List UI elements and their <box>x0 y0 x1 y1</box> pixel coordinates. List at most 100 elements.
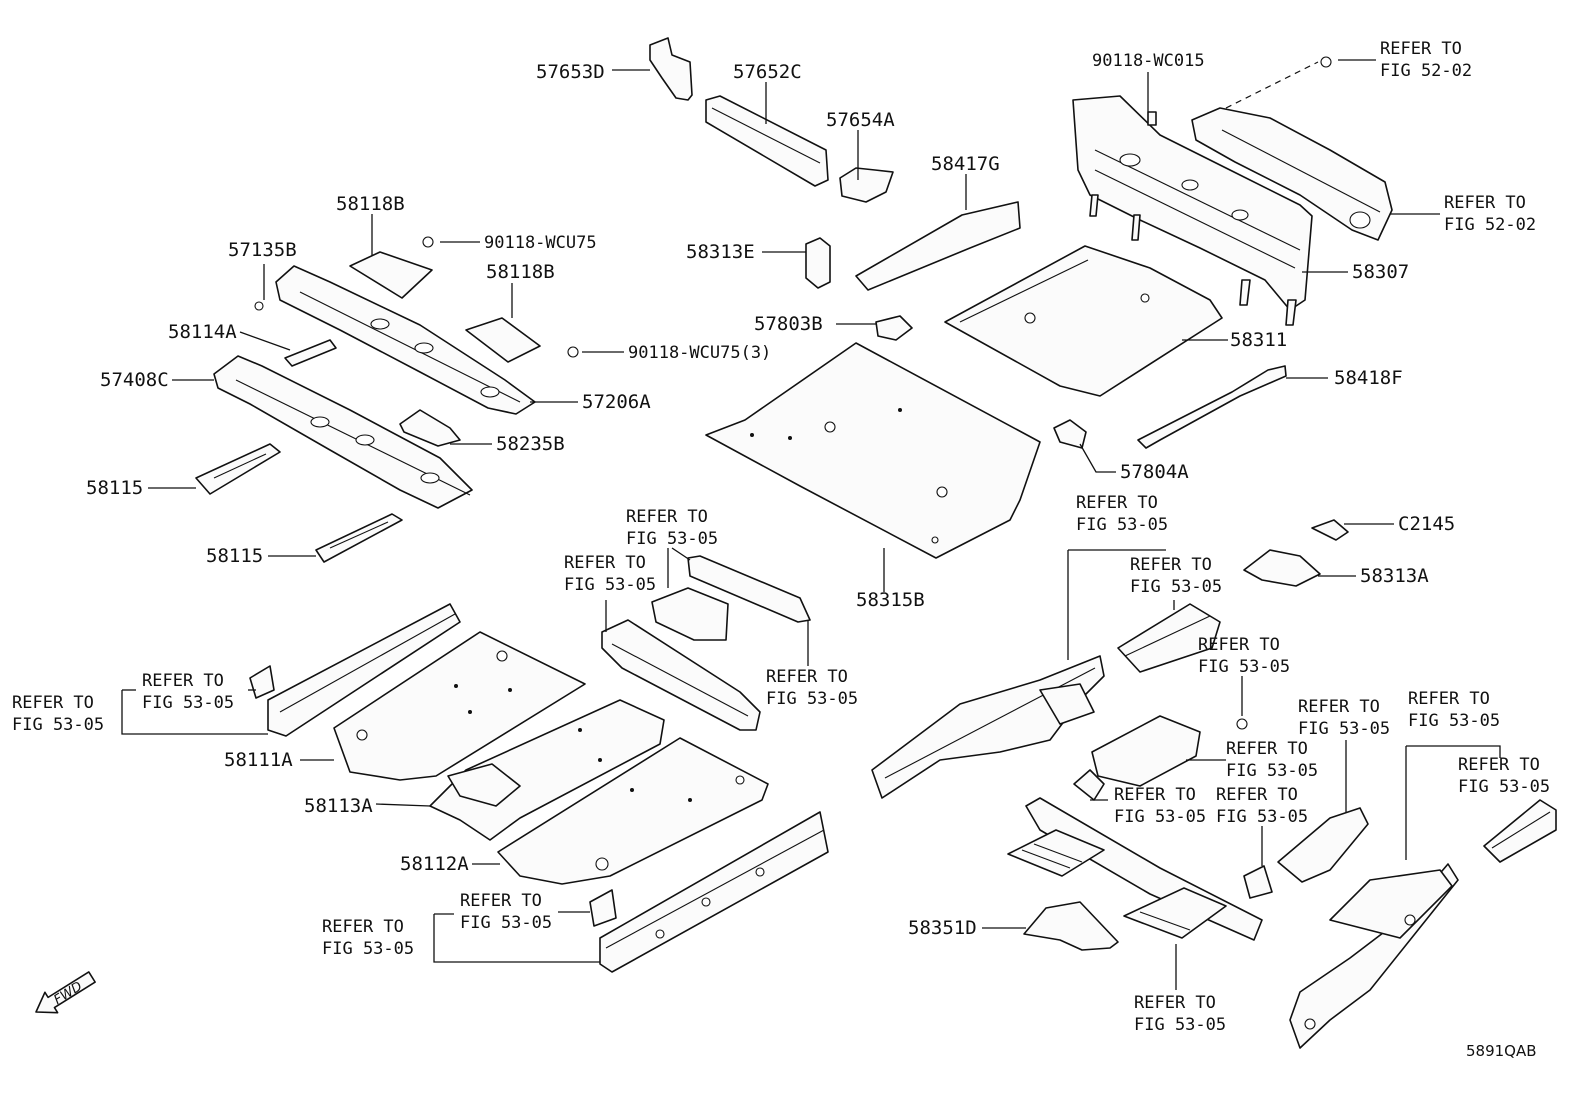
diagram-code: 5891QAB <box>1466 1042 1537 1060</box>
svg-text:REFER TO: REFER TO <box>1380 39 1462 59</box>
refer-note-right-6: REFER TO FIG 53-05 <box>1216 785 1308 827</box>
refer-note-right-7: REFER TO FIG 53-05 <box>1298 697 1390 739</box>
svg-text:FIG 52-02: FIG 52-02 <box>1444 215 1536 235</box>
svg-text:FIG 53-05: FIG 53-05 <box>766 689 858 709</box>
label-57408C: 57408C <box>100 369 169 391</box>
label-58114A: 58114A <box>168 321 237 343</box>
part-58118B-2 <box>465 317 541 363</box>
label-57804A: 57804A <box>1120 461 1189 483</box>
label-57135B: 57135B <box>228 239 297 261</box>
part-right-side-panel <box>1277 807 1369 883</box>
svg-text:REFER TO: REFER TO <box>564 553 646 573</box>
refer-note-right-2: REFER TO FIG 53-05 <box>1130 555 1222 597</box>
label-58313A: 58313A <box>1360 565 1429 587</box>
part-57654A <box>839 167 894 203</box>
part-58112A <box>497 737 769 885</box>
svg-text:REFER TO: REFER TO <box>142 671 224 691</box>
svg-text:FIG 53-05: FIG 53-05 <box>142 693 234 713</box>
svg-text:FIG 53-05: FIG 53-05 <box>1130 577 1222 597</box>
svg-text:REFER TO: REFER TO <box>1114 785 1196 805</box>
refer-notes: REFER TO FIG 52-02 REFER TO FIG 52-02 RE… <box>12 39 1550 1035</box>
svg-text:REFER TO: REFER TO <box>12 693 94 713</box>
label-57654A: 57654A <box>826 109 895 131</box>
svg-text:FIG 53-05: FIG 53-05 <box>1226 761 1318 781</box>
svg-text:REFER TO: REFER TO <box>322 917 404 937</box>
svg-text:REFER TO: REFER TO <box>1216 785 1298 805</box>
part-center-crossmember <box>601 619 761 731</box>
label-58115-1: 58115 <box>86 477 143 499</box>
svg-text:REFER TO: REFER TO <box>626 507 708 527</box>
svg-text:REFER TO: REFER TO <box>1444 193 1526 213</box>
label-58417G: 58417G <box>931 153 1000 175</box>
label-58118B-1: 58118B <box>336 193 405 215</box>
svg-text:REFER TO: REFER TO <box>1076 493 1158 513</box>
part-labels: 57653D 57652C 57654A 58417G 90118-WC015 … <box>86 51 1455 939</box>
part-center-reinforcement <box>687 555 811 623</box>
part-58418F <box>1137 365 1287 449</box>
part-C2145 <box>1311 519 1349 541</box>
svg-text:FIG 52-02: FIG 52-02 <box>1380 61 1472 81</box>
refer-note-52-02-right: REFER TO FIG 52-02 <box>1444 193 1536 235</box>
label-58307: 58307 <box>1352 261 1409 283</box>
refer-note-bottom-right: REFER TO FIG 53-05 <box>1134 993 1226 1035</box>
label-57652C: 57652C <box>733 61 802 83</box>
label-58315B: 58315B <box>856 589 925 611</box>
label-58112A: 58112A <box>400 853 469 875</box>
part-58118B-1 <box>349 251 433 299</box>
part-58111A <box>333 631 586 781</box>
part-58113A <box>429 699 665 841</box>
svg-text:FIG 53-05: FIG 53-05 <box>1134 1015 1226 1035</box>
label-58235B: 58235B <box>496 433 565 455</box>
label-58118B-2: 58118B <box>486 261 555 283</box>
label-90118-WCU75-3: 90118-WCU75(3) <box>628 343 771 363</box>
leader-lines <box>121 59 1501 990</box>
refer-note-bottom-left-outer: REFER TO FIG 53-05 <box>322 917 414 959</box>
svg-text:FIG 53-05: FIG 53-05 <box>1216 807 1308 827</box>
svg-text:FIG 53-05: FIG 53-05 <box>1408 711 1500 731</box>
part-58311 <box>944 245 1223 397</box>
refer-note-right-5: REFER TO FIG 53-05 <box>1114 785 1206 827</box>
label-57206A: 57206A <box>582 391 651 413</box>
label-57653D: 57653D <box>536 61 605 83</box>
label-57803B: 57803B <box>754 313 823 335</box>
part-58115-1 <box>195 443 281 495</box>
svg-text:FIG 53-05: FIG 53-05 <box>322 939 414 959</box>
svg-text:FIG 53-05: FIG 53-05 <box>1298 719 1390 739</box>
label-58313E: 58313E <box>686 241 755 263</box>
label-90118-WCU75: 90118-WCU75 <box>484 233 597 253</box>
svg-text:FIG 53-05: FIG 53-05 <box>1114 807 1206 827</box>
label-58311: 58311 <box>1230 329 1287 351</box>
part-center-bracket <box>651 587 729 641</box>
part-right-floor-grid-2 <box>1123 887 1227 939</box>
svg-text:FIG 53-05: FIG 53-05 <box>1198 657 1290 677</box>
part-58115-2 <box>315 513 403 563</box>
part-57803B <box>875 315 913 341</box>
svg-text:REFER TO: REFER TO <box>1408 689 1490 709</box>
svg-text:FIG 53-05: FIG 53-05 <box>12 715 104 735</box>
part-58235B <box>399 409 461 447</box>
part-right-frame-front <box>871 655 1105 799</box>
refer-note-right-8: REFER TO FIG 53-05 <box>1408 689 1500 731</box>
refer-note-right-9: REFER TO FIG 53-05 <box>1458 755 1550 797</box>
svg-text:REFER TO: REFER TO <box>1298 697 1380 717</box>
refer-note-bottom-left-inner: REFER TO FIG 53-05 <box>460 891 552 933</box>
svg-text:REFER TO: REFER TO <box>1226 739 1308 759</box>
part-58417G <box>855 201 1021 291</box>
refer-note-center-left: REFER TO FIG 53-05 <box>564 553 656 595</box>
label-90118-WC015: 90118-WC015 <box>1092 51 1205 71</box>
part-shapes <box>195 37 1557 1049</box>
label-58351D: 58351D <box>908 917 977 939</box>
refer-note-center-right: REFER TO FIG 53-05 <box>766 667 858 709</box>
part-58114A <box>284 339 337 367</box>
refer-note-right-4: REFER TO FIG 53-05 <box>1226 739 1318 781</box>
part-left-sill-front <box>267 603 461 737</box>
svg-text:REFER TO: REFER TO <box>766 667 848 687</box>
label-58113A: 58113A <box>304 795 373 817</box>
part-57804A <box>1053 419 1087 449</box>
svg-text:REFER TO: REFER TO <box>1130 555 1212 575</box>
svg-text:FIG 53-05: FIG 53-05 <box>1076 515 1168 535</box>
part-58313E <box>805 237 831 289</box>
refer-note-left-inner: REFER TO FIG 53-05 <box>142 671 234 713</box>
